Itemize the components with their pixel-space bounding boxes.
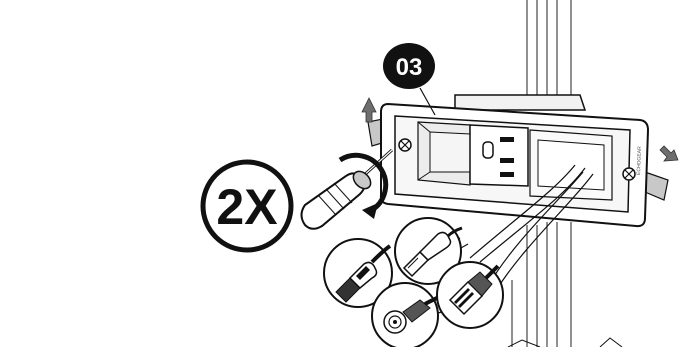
box-cavity bbox=[418, 122, 470, 185]
step-number: 03 bbox=[396, 54, 423, 81]
ethernet-cable-icon bbox=[437, 262, 503, 328]
power-outlet bbox=[470, 125, 528, 186]
brand-label: ECHOGEAR bbox=[636, 146, 643, 175]
floor-edge bbox=[508, 338, 622, 347]
coax-cable-icon bbox=[372, 283, 440, 347]
cable-pass-through bbox=[530, 130, 612, 200]
repeat-badge-text: 2X bbox=[216, 179, 277, 235]
repeat-badge: 2X bbox=[203, 162, 291, 250]
screw-right bbox=[623, 168, 635, 180]
arrow-down-right-icon bbox=[660, 146, 678, 161]
right-mounting-wing bbox=[645, 172, 668, 200]
screw-left bbox=[399, 139, 411, 151]
screwdriver-icon bbox=[302, 150, 393, 229]
arrow-up-icon bbox=[362, 98, 376, 122]
back-box bbox=[455, 95, 585, 110]
